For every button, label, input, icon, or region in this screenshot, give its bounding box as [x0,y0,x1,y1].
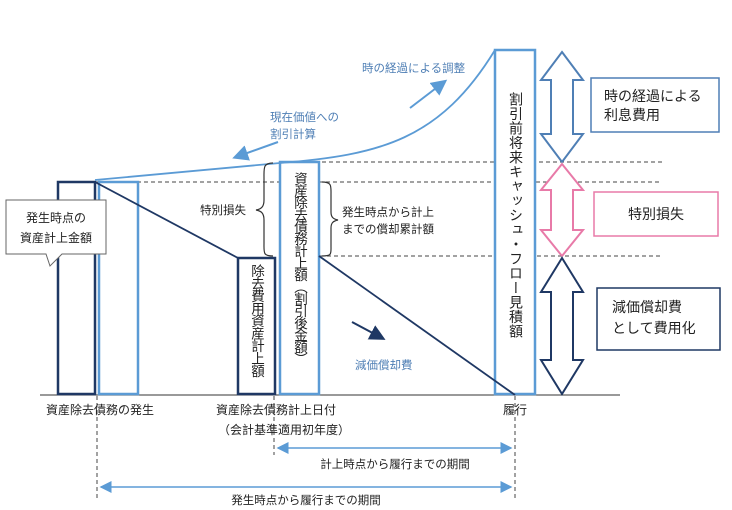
x-label-origin: 資産除去債務の発生 [46,402,154,417]
accum-depr-label-1: 発生時点から計上 [342,205,434,219]
bar-undiscounted-cf [493,48,537,396]
depreciation-label: 減価償却費 [355,358,413,372]
legend-interest-line2: 利息費用 [604,107,660,124]
interest-cost-double-arrow [539,50,585,164]
accretion-curve [94,49,496,181]
legend-interest-line1: 時の経過による [604,89,702,105]
depreciation-double-arrow [539,256,585,396]
legend-depreciation-line1: 減価償却費 [612,299,682,316]
asset-cost-vertical-text: 除去費用資産計上額 [248,264,265,378]
special-loss-label: 特別損失 [200,203,246,217]
initial-amount-callout [5,199,107,267]
legend-depreciation-line2: として費用化 [612,321,696,337]
x-label-recorded-2: （会計基準適用初年度） [218,422,350,437]
depreciation-arrow [351,321,386,340]
special-loss-brace [255,162,274,257]
legend-special-loss: 特別損失 [628,207,684,223]
accretion-arrow [409,79,448,109]
initial-amount-line2: 資産計上金額 [20,230,92,245]
initial-amount-line1: 発生時点の [26,211,86,225]
special-loss-double-arrow [538,162,586,258]
time-adjustment-label: 時の経過による調整 [362,61,466,75]
x-label-recorded-1: 資産除去債務計上日付 [216,402,336,417]
pv-discount-label-1: 現在価値への [270,110,339,124]
legend-box-interest [590,77,720,133]
pv-discount-arrow [232,141,279,161]
depreciation-line-left [94,181,239,259]
pv-discount-label-2: 割引計算 [270,127,316,141]
accum-depr-label-2: までの償却累計額 [342,222,434,236]
legend-box-depreciation [596,287,721,351]
bar-asset-cost [236,256,277,396]
depreciation-line-right [318,255,516,396]
aro-recorded-vertical-text: 資産除去債務計上額（割引後金額） [291,172,308,364]
period-from-recording-label: 計上時点から履行までの期間 [320,457,470,471]
period-from-origin-label: 発生時点から履行までの期間 [231,493,381,507]
x-label-performance: 履行 [503,403,527,417]
bar-aro-recorded [278,160,321,396]
undiscounted-cf-vertical-text: 割引前将来キャッシュ・フロー見積額 [507,91,523,338]
legend-box-special-loss [593,191,719,237]
accum-depr-brace [321,181,339,257]
